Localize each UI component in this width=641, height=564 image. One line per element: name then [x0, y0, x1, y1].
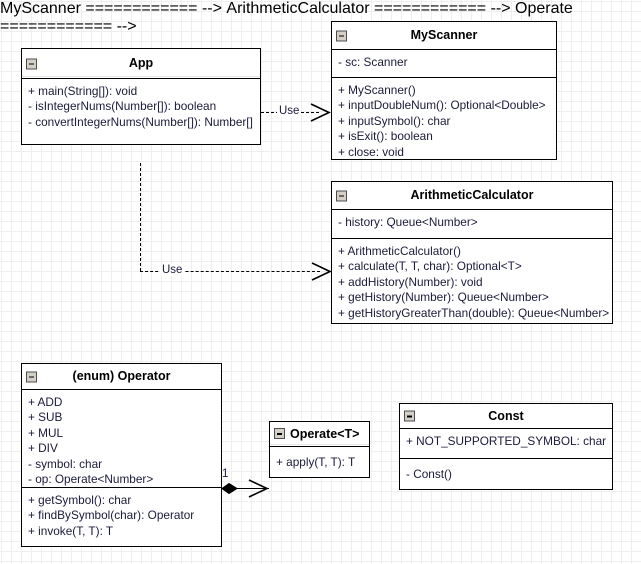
- relation-line-vertical: [140, 163, 141, 271]
- operation-row: + getHistoryGreaterThan(double): Queue<N…: [338, 305, 610, 320]
- class-header-operator[interactable]: (enum) Operator: [22, 364, 221, 390]
- operation-row: + inputDoubleNum(): Optional<Double>: [338, 98, 546, 113]
- operation-row: + getHistory(Number): Queue<Number>: [338, 290, 549, 305]
- class-box-app[interactable]: App + main(String[]): void - isIntegerNu…: [21, 48, 261, 145]
- class-header-operate[interactable]: Operate<T>: [270, 422, 369, 447]
- class-operations-app: + main(String[]): void - isIntegerNums(N…: [22, 79, 260, 135]
- arrow-open-icon: [310, 103, 331, 122]
- class-attributes-myscanner: - sc: Scanner: [332, 50, 556, 78]
- class-operations-operator: + getSymbol(): char + findBySymbol(char)…: [22, 488, 221, 544]
- relation-label-use: Use: [277, 105, 302, 117]
- attribute-row: + MUL: [28, 425, 64, 440]
- operation-row: + isExit(): boolean: [338, 129, 433, 144]
- operation-row: + inputSymbol(): char: [338, 113, 451, 128]
- attribute-row: - history: Queue<Number>: [338, 215, 478, 229]
- class-box-operate[interactable]: Operate<T> + apply(T, T): T: [269, 421, 370, 478]
- class-box-arithmeticcalculator[interactable]: ArithmeticCalculator - history: Queue<Nu…: [331, 181, 613, 324]
- attribute-row: + SUB: [28, 410, 63, 425]
- operation-row: - convertIntegerNums(Number[]): Number[]: [28, 114, 253, 129]
- collapse-minus-icon[interactable]: [336, 190, 347, 201]
- class-title-const: Const: [488, 408, 524, 423]
- operation-row: - isIntegerNums(Number[]): boolean: [28, 99, 217, 114]
- class-operations-operate: + apply(T, T): T: [270, 447, 369, 475]
- class-box-const[interactable]: Const + NOT_SUPPORTED_SYMBOL: char - Con…: [399, 403, 613, 490]
- relation-line: [222, 488, 269, 489]
- operation-row: + MyScanner(): [338, 83, 416, 97]
- collapse-minus-icon[interactable]: [336, 30, 347, 41]
- operation-row: + findBySymbol(char): Operator: [28, 508, 195, 523]
- class-header-myscanner[interactable]: MyScanner: [332, 22, 556, 50]
- operation-row: + getSymbol(): char: [28, 493, 132, 507]
- class-attributes-operator: + ADD + SUB + MUL + DIV - symbol: char -…: [22, 390, 221, 488]
- collapse-minus-icon[interactable]: [26, 58, 37, 69]
- collapse-minus-icon[interactable]: [274, 428, 285, 439]
- attribute-row: - symbol: char: [28, 456, 103, 471]
- collapse-minus-icon[interactable]: [404, 410, 415, 422]
- class-operations-myscanner: + MyScanner() + inputDoubleNum(): Option…: [332, 78, 556, 165]
- class-box-operator[interactable]: (enum) Operator + ADD + SUB + MUL + DIV …: [21, 363, 222, 547]
- collapse-minus-icon[interactable]: [26, 371, 37, 382]
- class-title-arithmeticcalculator: ArithmeticCalculator: [410, 188, 534, 203]
- class-title-operate: Operate<T>: [290, 426, 360, 441]
- operation-row: + calculate(T, T, char): Optional<T>: [338, 259, 522, 274]
- class-operations-arithmeticcalculator: + ArithmeticCalculator() + calculate(T, …: [332, 239, 612, 326]
- class-operations-const: - Const(): [400, 459, 612, 487]
- relation-multiplicity-label: 1: [222, 468, 229, 480]
- operation-row: + addHistory(Number): void: [338, 274, 483, 289]
- class-header-const[interactable]: Const: [400, 404, 612, 429]
- attribute-row: - op: Operate<Number>: [28, 472, 154, 487]
- class-title-operator: (enum) Operator: [72, 369, 171, 384]
- operation-row: + ArithmeticCalculator(): [338, 244, 461, 258]
- relation-label-use: Use: [160, 264, 185, 276]
- class-box-myscanner[interactable]: MyScanner - sc: Scanner + MyScanner() + …: [331, 21, 557, 160]
- operation-row: + invoke(T, T): T: [28, 523, 114, 538]
- operation-row: + main(String[]): void: [28, 84, 138, 98]
- class-title-myscanner: MyScanner: [410, 28, 478, 43]
- class-header-arithmeticcalculator[interactable]: ArithmeticCalculator: [332, 182, 612, 210]
- attribute-row: + ADD: [28, 395, 63, 409]
- attribute-row: - sc: Scanner: [338, 55, 408, 69]
- filled-diamond-icon: [221, 482, 238, 495]
- class-attributes-const: + NOT_SUPPORTED_SYMBOL: char: [400, 429, 612, 459]
- operation-row: - Const(): [406, 467, 452, 481]
- class-attributes-arithmeticcalculator: - history: Queue<Number>: [332, 210, 612, 239]
- relation-line-horizontal: [140, 271, 320, 272]
- class-title-app: App: [128, 56, 154, 71]
- arrow-open-icon: [248, 479, 269, 498]
- operation-row: + apply(T, T): T: [276, 455, 356, 469]
- attribute-row: + NOT_SUPPORTED_SYMBOL: char: [406, 434, 607, 448]
- class-header-app[interactable]: App: [22, 49, 260, 79]
- arrow-open-icon: [311, 262, 332, 281]
- operation-row: + close: void: [338, 144, 404, 159]
- attribute-row: + DIV: [28, 441, 58, 456]
